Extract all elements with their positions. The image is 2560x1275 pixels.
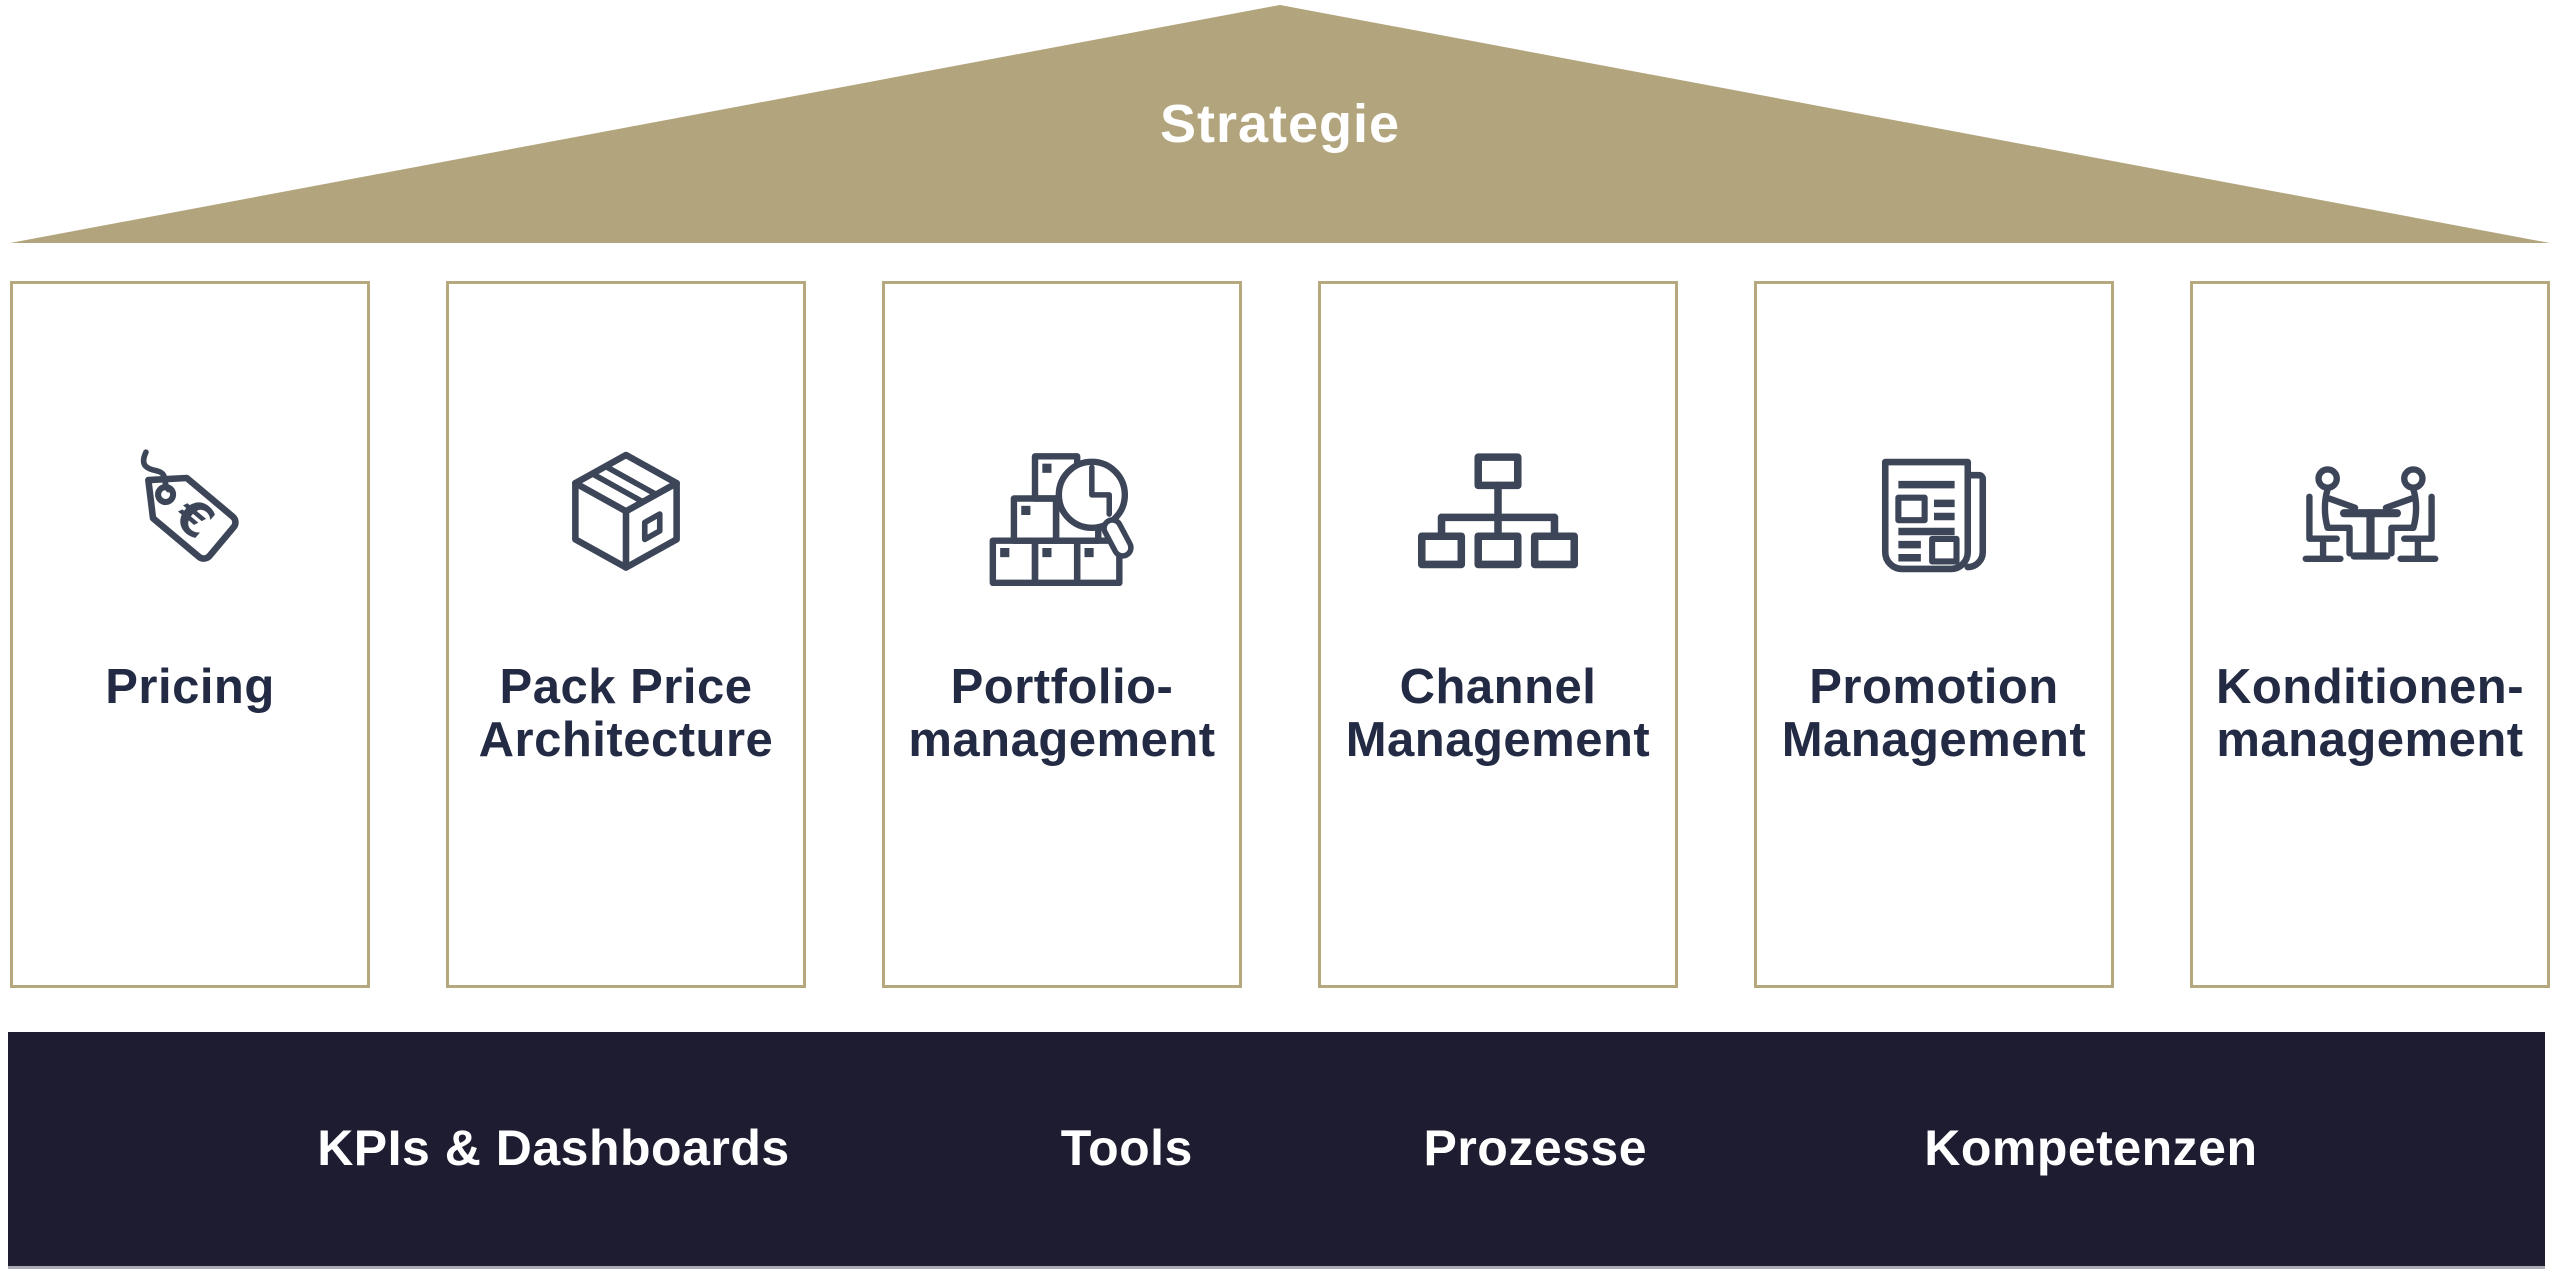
pillar-label: Pack Price Architecture [478, 660, 774, 767]
negotiation-table-icon [2293, 439, 2448, 591]
pillar-label: Promotion Management [1781, 660, 2087, 767]
pillar-label: Channel Management [1345, 660, 1651, 767]
pillar-konditionenmanagement: Konditionen- management [2190, 281, 2550, 988]
foundation-item-prozesse: Prozesse [1423, 1119, 1648, 1176]
pillar-label: Pricing [105, 660, 275, 714]
package-box-icon [551, 439, 701, 591]
price-tag-euro-icon: € [115, 439, 265, 591]
roof-triangle: Strategie [10, 5, 2550, 243]
foundation-item-tools: Tools [1060, 1119, 1193, 1176]
foundation-item-kompetenzen: Kompetenzen [1924, 1119, 2258, 1176]
foundation-item-kpis-dashboards: KPIs & Dashboards [317, 1119, 790, 1176]
boxes-magnifying-glass-icon [980, 439, 1145, 591]
pillar-label: Konditionen- management [2215, 660, 2525, 767]
pillar-row: € Pricing Pack Pri [10, 281, 2550, 988]
org-chart-icon [1418, 439, 1578, 591]
roof-title: Strategie [1159, 94, 1401, 154]
foundation-bar: KPIs & Dashboards Tools Prozesse Kompete… [8, 1032, 2545, 1269]
pillar-portfoliomanagement: Portfolio- management [882, 281, 1242, 988]
newspaper-icon [1859, 439, 2009, 591]
pillar-pricing: € Pricing [10, 281, 370, 988]
pillar-channel-management: Channel Management [1318, 281, 1678, 988]
pillar-pack-price-architecture: Pack Price Architecture [446, 281, 806, 988]
pillar-label: Portfolio- management [908, 660, 1216, 767]
pillar-promotion-management: Promotion Management [1754, 281, 2114, 988]
